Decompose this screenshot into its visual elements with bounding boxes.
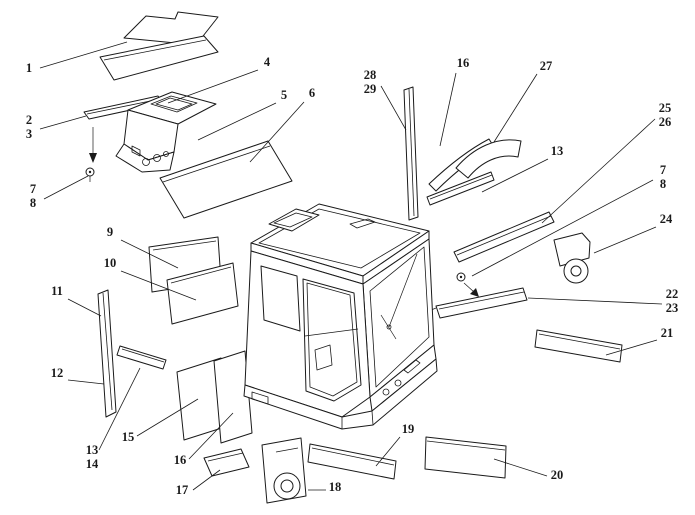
callout-label-3: 3: [26, 127, 32, 141]
leader-line: [98, 367, 141, 451]
callout-label-26: 26: [659, 115, 672, 129]
callout-label-10: 10: [104, 256, 117, 270]
leader-line: [541, 118, 656, 224]
leader-line: [67, 379, 105, 385]
callout-label-4: 4: [264, 55, 271, 69]
part-4-5-console: [115, 91, 217, 173]
part-24-lamp: [553, 232, 591, 284]
leader-line: [605, 339, 658, 356]
part-13-strip-right: [426, 171, 495, 206]
leader-line: [120, 239, 179, 269]
leader-line: [375, 436, 401, 467]
leader-line: [39, 115, 87, 130]
leader-line: [39, 41, 128, 69]
leader-line: [67, 298, 102, 317]
part-17-plate: [203, 448, 250, 477]
callout-label-19: 19: [402, 422, 415, 436]
wiper: [388, 253, 418, 328]
part-27-corner-panel: [455, 139, 522, 179]
leader-line: [120, 270, 197, 301]
callout-label-7: 7: [660, 163, 666, 177]
leader-line: [481, 158, 549, 193]
callout-label-9: 9: [107, 225, 113, 239]
callout-label-27: 27: [540, 59, 553, 73]
leader-line: [380, 85, 407, 131]
leader-line: [493, 458, 548, 477]
leader-line: [527, 297, 663, 305]
callout-label-8: 8: [660, 177, 666, 191]
roof-hatch: [268, 208, 320, 232]
callout-label-24: 24: [660, 212, 673, 226]
callout-label-16: 16: [457, 56, 470, 70]
callout-label-20: 20: [551, 468, 564, 482]
cab-assembly: [243, 203, 438, 430]
callout-label-1: 1: [26, 61, 32, 75]
door-opening: [302, 278, 362, 402]
callout-label-13: 13: [86, 443, 99, 457]
callout-label-7: 7: [30, 182, 36, 196]
leader-line: [43, 175, 89, 200]
part-20-lower-panel: [424, 436, 507, 479]
part-16-side-panel: [213, 350, 253, 444]
part-25-26-rail-strip: [453, 211, 555, 263]
callout-label-18: 18: [329, 480, 342, 494]
callout-label-12: 12: [51, 366, 64, 380]
callout-label-16: 16: [174, 453, 187, 467]
leader-line: [471, 179, 654, 277]
leader-line: [249, 101, 305, 163]
callout-label-15: 15: [122, 430, 135, 444]
leader-line: [439, 72, 457, 147]
callout-label-29: 29: [364, 82, 377, 96]
callout-label-22: 22: [666, 287, 679, 301]
callout-label-23: 23: [666, 301, 679, 315]
leader-line: [167, 69, 259, 104]
callout-label-8: 8: [30, 196, 36, 210]
callout-label-11: 11: [51, 284, 63, 298]
leader-line: [192, 469, 221, 491]
leader-line: [593, 226, 657, 254]
callout-label-2: 2: [26, 113, 32, 127]
part-6-floor-mat: [159, 140, 293, 219]
cab-base: [243, 358, 438, 430]
callout-label-13: 13: [551, 144, 564, 158]
callout-label-25: 25: [659, 101, 672, 115]
part-11-12-pillar-strip: [97, 289, 117, 418]
callout-label-17: 17: [176, 483, 189, 497]
part-18-blower: [261, 437, 307, 504]
part-10-rear-panel: [166, 262, 239, 325]
callout-label-21: 21: [661, 326, 674, 340]
callout-label-6: 6: [309, 86, 315, 100]
part-21-sill-strip: [534, 329, 623, 363]
callout-label-5: 5: [281, 88, 287, 102]
leader-line: [493, 73, 538, 143]
part-1-roof-panels: [99, 11, 219, 81]
part-13-14-angle-strip: [116, 345, 167, 370]
left-front-window: [260, 265, 301, 332]
install-arrow-down: [89, 127, 97, 163]
leader-line: [197, 102, 277, 141]
leader-line: [136, 398, 199, 437]
callout-label-14: 14: [86, 457, 99, 471]
part-7-8-fastener-right: [456, 272, 479, 297]
leader-line: [188, 412, 234, 460]
part-7-8-fastener-left: [85, 167, 95, 182]
callout-label-28: 28: [364, 68, 377, 82]
part-19-sill-strip: [307, 443, 397, 480]
part-28-29-pillar-strip: [403, 86, 419, 221]
